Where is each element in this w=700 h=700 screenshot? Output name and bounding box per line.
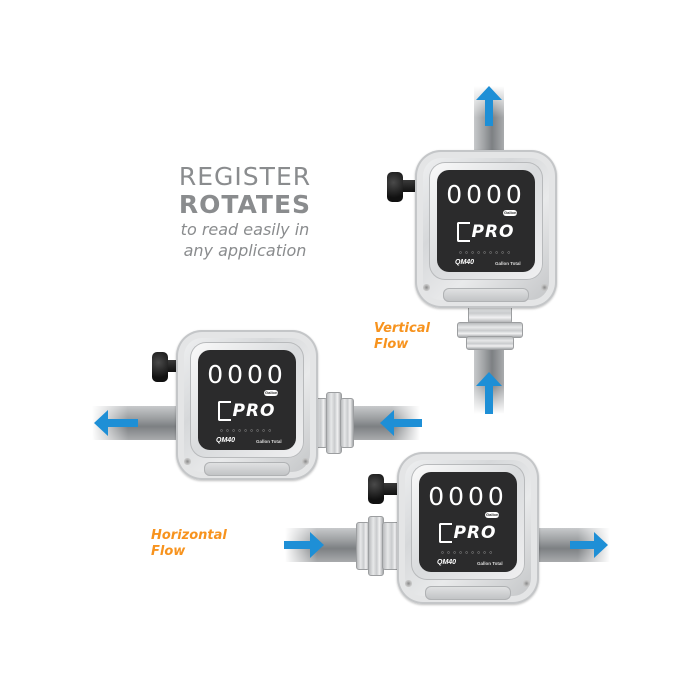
vertical-flow-label: Vertical Flow: [374, 321, 430, 353]
screw-icon: [405, 580, 412, 587]
screw-icon: [523, 580, 530, 587]
flange-coupling-lower: [466, 336, 514, 350]
meter-foot: [443, 288, 529, 302]
register-digits: 0000: [207, 360, 287, 389]
meter-body: 0000 Gallon GPRO ○○○○○○○○○ QM40 Gallon T…: [415, 150, 557, 308]
meter-bezel: 0000 Gallon GPRO ○○○○○○○○○ QM40 Gallon T…: [411, 464, 525, 580]
model-label: QM40: [437, 559, 457, 566]
headline-line-rotates: ROTATES: [178, 190, 312, 219]
headline-subtext-2: any application: [183, 241, 307, 260]
gpro-logo: GPRO: [198, 401, 296, 421]
register-digits: 0000: [428, 482, 508, 511]
brand-text: PRO: [471, 222, 515, 242]
reset-knob[interactable]: [368, 474, 384, 504]
screw-icon: [184, 458, 191, 465]
unit-badge: Gallon: [485, 512, 500, 518]
arrow-right-icon: [284, 532, 324, 558]
meter-foot: [204, 462, 290, 476]
gpro-logo: GPRO: [437, 222, 535, 242]
meter-body: 0000 Gallon GPRO ○○○○○○○○○ QM40 Gallon T…: [397, 452, 539, 604]
totalizer-dots: ○○○○○○○○○: [458, 250, 514, 256]
arrow-left-icon: [94, 410, 138, 436]
headline-line-register: REGISTER: [178, 162, 312, 191]
reset-knob[interactable]: [387, 172, 403, 202]
brand-text: PRO: [453, 523, 497, 543]
screw-icon: [541, 284, 548, 291]
unit-badge: Gallon: [264, 390, 279, 396]
vertical-flow-label-line2: Flow: [374, 337, 409, 352]
horizontal-flow-label: Horizontal Flow: [151, 528, 227, 560]
register-digits: 0000: [446, 180, 526, 209]
brand-text: PRO: [232, 401, 276, 421]
headline: REGISTER ROTATES to read easily in any a…: [150, 163, 340, 261]
screw-icon: [423, 284, 430, 291]
gpro-g-icon: G: [457, 222, 471, 242]
horizontal-flow-label-line2: Flow: [151, 544, 186, 559]
arrow-up-icon: [476, 86, 502, 126]
headline-subtext-1: to read easily in: [180, 220, 310, 239]
model-label: QM40: [216, 437, 236, 444]
meter-body: 0000 Gallon GPRO ○○○○○○○○○ QM40 Gallon T…: [176, 330, 318, 480]
total-label: Gallon Total: [495, 261, 521, 266]
arrow-right-icon: [570, 532, 608, 558]
screw-icon: [302, 458, 309, 465]
gpro-g-icon: G: [439, 523, 453, 543]
arrow-left-icon: [380, 410, 422, 436]
total-label: Gallon Total: [477, 561, 503, 566]
arrow-up-icon: [476, 372, 502, 414]
register-face: 0000 Gallon GPRO ○○○○○○○○○ QM40 Gallon T…: [437, 170, 535, 272]
gpro-logo: GPRO: [419, 523, 517, 543]
totalizer-dots: ○○○○○○○○○: [219, 428, 275, 434]
flange-coupling-right: [340, 398, 354, 448]
vertical-flow-label-line1: Vertical: [374, 321, 430, 336]
reset-knob[interactable]: [152, 352, 168, 382]
register-face: 0000 Gallon GPRO ○○○○○○○○○ QM40 Gallon T…: [198, 350, 296, 450]
unit-badge: Gallon: [503, 210, 518, 216]
meter-foot: [425, 586, 511, 600]
register-face: 0000 Gallon GPRO ○○○○○○○○○ QM40 Gallon T…: [419, 472, 517, 572]
totalizer-dots: ○○○○○○○○○: [440, 550, 496, 556]
meter-bezel: 0000 Gallon GPRO ○○○○○○○○○ QM40 Gallon T…: [190, 342, 304, 458]
total-label: Gallon Total: [256, 439, 282, 444]
meter-bezel: 0000 Gallon GPRO ○○○○○○○○○ QM40 Gallon T…: [429, 162, 543, 280]
horizontal-flow-label-line1: Horizontal: [151, 528, 227, 543]
model-label: QM40: [455, 259, 475, 266]
gpro-g-icon: G: [218, 401, 232, 421]
